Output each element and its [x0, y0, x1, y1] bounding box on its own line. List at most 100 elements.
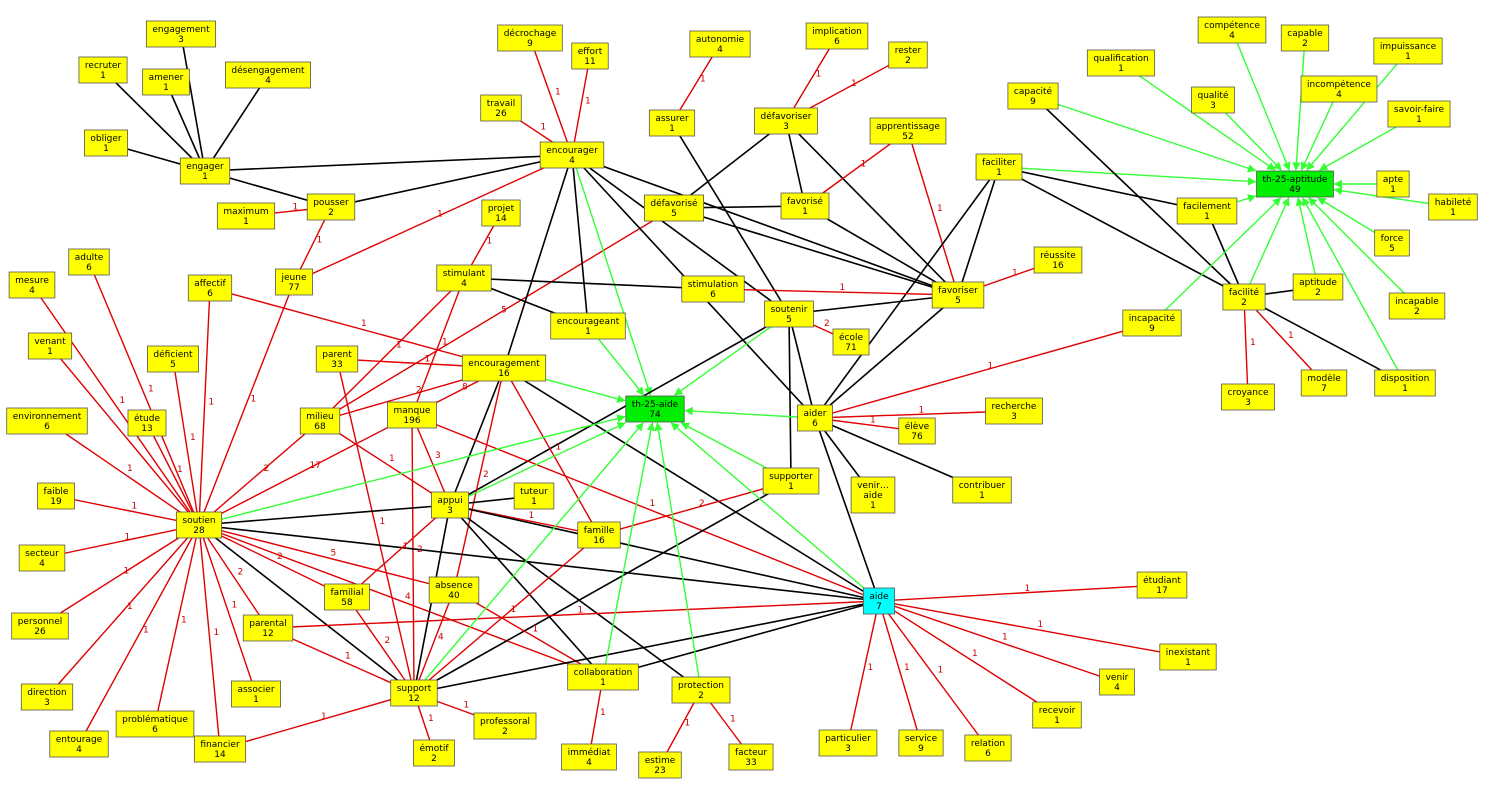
- node-box: [832, 328, 870, 356]
